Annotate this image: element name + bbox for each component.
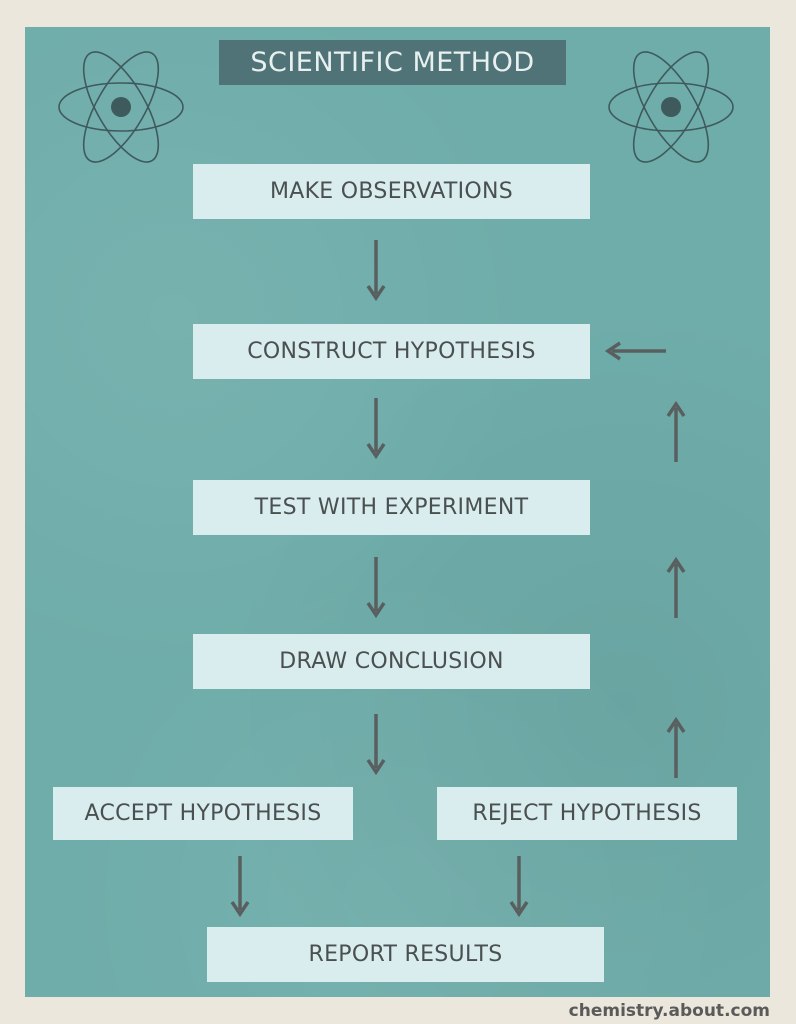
step-reject-hypothesis: REJECT HYPOTHESIS xyxy=(437,787,737,840)
arrow-down-icon xyxy=(366,714,386,776)
source-credit: chemistry.about.com xyxy=(568,1001,770,1021)
step-make-observations: MAKE OBSERVATIONS xyxy=(193,164,590,219)
arrow-down-icon xyxy=(366,398,386,460)
step-draw-conclusion: DRAW CONCLUSION xyxy=(193,634,590,689)
arrow-up-icon xyxy=(666,556,686,618)
atom-icon xyxy=(608,51,734,163)
arrow-down-icon xyxy=(230,856,250,918)
step-construct-hypothesis: CONSTRUCT HYPOTHESIS xyxy=(193,324,590,379)
page-title: SCIENTIFIC METHOD xyxy=(219,40,566,85)
arrow-down-icon xyxy=(366,557,386,619)
arrow-down-icon xyxy=(366,240,386,302)
arrow-up-icon xyxy=(666,400,686,462)
arrow-left-icon xyxy=(604,341,666,361)
arrow-up-icon xyxy=(666,716,686,778)
atom-icon xyxy=(58,51,184,163)
step-accept-hypothesis: ACCEPT HYPOTHESIS xyxy=(53,787,353,840)
step-report-results: REPORT RESULTS xyxy=(207,927,604,982)
arrow-down-icon xyxy=(509,856,529,918)
step-test-with-experiment: TEST WITH EXPERIMENT xyxy=(193,480,590,535)
